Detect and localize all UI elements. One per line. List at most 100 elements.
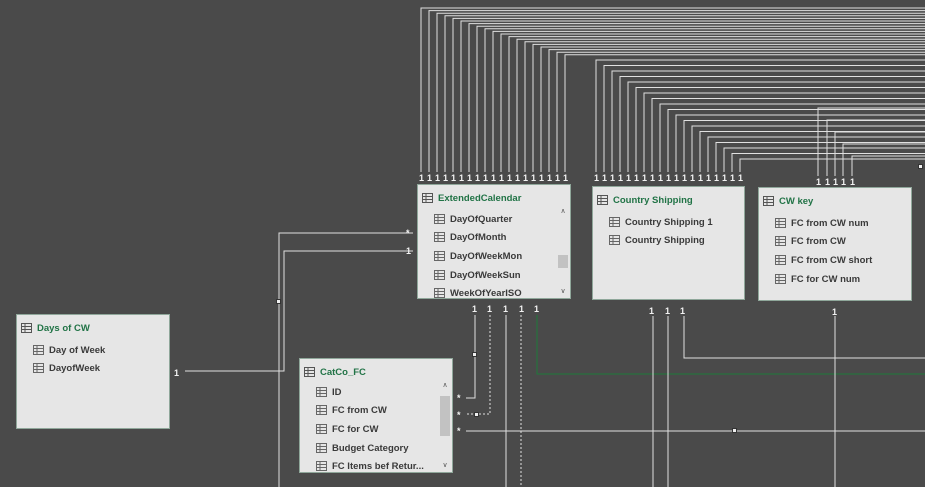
table-card-cw-key[interactable]: CW key FC from CW num FC from CW FC from… <box>758 187 912 301</box>
relationship-line[interactable] <box>466 315 491 415</box>
relationship-line[interactable] <box>739 158 925 172</box>
relationship-line[interactable] <box>466 315 476 399</box>
table-card-days-of-cw[interactable]: Days of CW Day of Week DayofWeek <box>16 314 170 429</box>
relationship-line[interactable] <box>826 119 925 176</box>
relationship-line[interactable] <box>444 15 925 172</box>
table-card-catco-fc[interactable]: CatCo_FC ID FC from CW FC for CW Budget … <box>299 358 453 473</box>
relationship-line[interactable] <box>556 51 925 172</box>
relationship-line[interactable] <box>683 316 925 359</box>
field-row[interactable]: FC for CW num <box>775 270 860 288</box>
relationship-line[interactable] <box>851 155 925 176</box>
relationship-direction-marker[interactable] <box>732 428 737 433</box>
cardinality-label: * <box>457 393 461 403</box>
field-row[interactable]: DayOfMonth <box>434 228 506 246</box>
relationship-line[interactable] <box>278 232 413 487</box>
field-row[interactable]: FC from CW num <box>775 214 869 232</box>
cardinality-label: 1 <box>531 173 537 183</box>
field-row[interactable]: ID <box>316 383 342 401</box>
relationship-line[interactable] <box>635 87 925 173</box>
relationship-direction-marker[interactable] <box>918 164 923 169</box>
field-row[interactable]: DayOfWeekMon <box>434 247 522 265</box>
relationship-line[interactable] <box>420 7 925 172</box>
relationship-line[interactable] <box>548 49 925 172</box>
relationship-line[interactable] <box>842 143 925 176</box>
field-row[interactable]: DayOfQuarter <box>434 210 512 228</box>
scrollbar[interactable]: ∧ ∨ <box>440 381 450 471</box>
relationship-direction-marker[interactable] <box>472 352 477 357</box>
table-header-extendedcalendar[interactable]: ExtendedCalendar <box>418 185 570 211</box>
relationship-line[interactable] <box>627 81 925 172</box>
relationship-line[interactable] <box>691 125 925 172</box>
cardinality-label: 1 <box>602 173 608 183</box>
field-row[interactable]: FC from CW short <box>775 251 872 269</box>
chevron-up-icon[interactable]: ∧ <box>442 382 448 389</box>
scrollbar[interactable]: ∧ ∨ <box>558 207 568 297</box>
chevron-up-icon[interactable]: ∧ <box>560 208 566 215</box>
relationship-line[interactable] <box>508 36 925 172</box>
table-header-cw-key[interactable]: CW key <box>759 188 911 214</box>
table-header-days-of-cw[interactable]: Days of CW <box>17 315 169 341</box>
relationship-line[interactable] <box>707 136 925 172</box>
field-row[interactable]: Day of Week <box>33 341 105 359</box>
relationship-line[interactable] <box>492 30 925 172</box>
field-row[interactable]: Country Shipping <box>609 231 705 249</box>
relationship-line[interactable] <box>715 142 925 173</box>
relationship-line[interactable] <box>667 109 925 173</box>
chevron-down-icon[interactable]: ∨ <box>442 462 448 469</box>
relationship-line[interactable] <box>468 23 925 172</box>
relationship-line[interactable] <box>532 43 925 172</box>
field-row[interactable]: Country Shipping 1 <box>609 213 713 231</box>
field-row[interactable]: WeekOfYearISO <box>434 284 522 298</box>
cardinality-label: 1 <box>841 177 847 187</box>
relationship-line[interactable] <box>595 59 925 172</box>
relationship-line[interactable] <box>834 131 925 176</box>
cardinality-label: 1 <box>833 177 839 187</box>
relationship-line[interactable] <box>723 147 925 172</box>
relationship-line[interactable] <box>619 76 925 173</box>
relationship-line[interactable] <box>500 33 925 172</box>
field-label: FC from CW short <box>791 254 873 266</box>
relationship-line[interactable] <box>651 98 925 173</box>
relationship-line[interactable] <box>603 65 925 173</box>
table-header-country-shipping[interactable]: Country Shipping <box>593 187 744 213</box>
relationship-line[interactable] <box>452 17 925 172</box>
relationship-line[interactable] <box>683 120 925 173</box>
field-icon <box>316 405 327 415</box>
relationship-line[interactable] <box>659 103 925 172</box>
relationship-line[interactable] <box>476 25 925 172</box>
scrollbar-thumb[interactable] <box>558 255 568 268</box>
field-row[interactable]: DayofWeek <box>33 359 100 377</box>
relationship-line[interactable] <box>524 41 925 172</box>
relationship-line[interactable] <box>817 107 925 176</box>
relationship-line[interactable] <box>699 131 925 173</box>
table-header-catco-fc[interactable]: CatCo_FC <box>300 359 452 385</box>
cardinality-label: 1 <box>519 304 525 314</box>
relationship-line[interactable] <box>611 70 925 172</box>
relationship-line[interactable] <box>460 20 925 172</box>
relationship-line[interactable] <box>564 54 925 172</box>
relationship-line[interactable] <box>731 153 925 173</box>
field-row[interactable]: FC from CW <box>316 401 387 419</box>
table-card-country-shipping[interactable]: Country Shipping Country Shipping 1 Coun… <box>592 186 745 300</box>
relationship-line[interactable] <box>675 114 925 172</box>
relationship-direction-marker[interactable] <box>276 299 281 304</box>
relationship-line[interactable] <box>428 10 925 172</box>
relationship-line[interactable] <box>484 28 925 172</box>
relationship-line[interactable] <box>643 92 925 172</box>
cardinality-label: 1 <box>634 173 640 183</box>
scrollbar-thumb[interactable] <box>440 396 450 436</box>
relationship-line[interactable] <box>185 250 413 372</box>
relationship-line[interactable] <box>436 12 925 172</box>
relationship-line[interactable] <box>516 38 925 172</box>
relationship-line[interactable] <box>536 315 925 375</box>
cardinality-label: 1 <box>850 177 856 187</box>
field-row[interactable]: FC Items bef Retur... <box>316 457 424 472</box>
field-row[interactable]: FC from CW <box>775 232 846 250</box>
chevron-down-icon[interactable]: ∨ <box>560 288 566 295</box>
field-row[interactable]: FC for CW <box>316 420 378 438</box>
field-row[interactable]: DayOfWeekSun <box>434 266 521 284</box>
relationship-line[interactable] <box>540 46 925 172</box>
table-card-extendedcalendar[interactable]: ExtendedCalendar DayOfQuarter DayOfMonth… <box>417 184 571 299</box>
relationship-direction-marker[interactable] <box>474 412 479 417</box>
field-row[interactable]: Budget Category <box>316 439 409 457</box>
